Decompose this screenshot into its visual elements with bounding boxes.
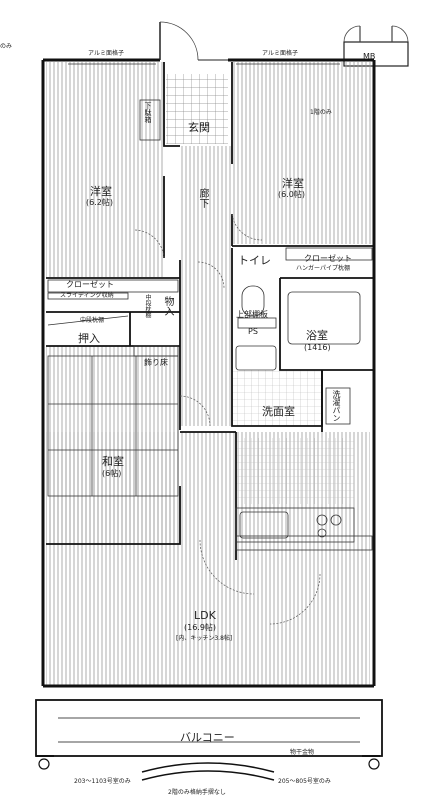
kazari-doko-label: 飾り床 — [144, 358, 168, 367]
bottom-note-center: 2階のみ格納手摺なし — [168, 789, 226, 796]
ldk-label: LDK — [194, 609, 216, 622]
western-room-a-size: (6.2帖) — [86, 198, 113, 207]
washitsu-size: (6帖) — [102, 469, 122, 478]
oshiire-label: 押入 — [78, 332, 100, 345]
grille-label-left: アルミ面格子 — [88, 50, 124, 57]
balcony-label: バルコニー — [180, 731, 235, 744]
note-right: 1階のみ — [310, 109, 332, 116]
mb-label: MB — [363, 52, 376, 61]
door-swings — [133, 213, 321, 625]
oshiire-note: 中段枕棚 — [80, 317, 105, 324]
laundry-hardware-label: 物干金物 — [290, 749, 315, 756]
closet-a-note: スライディング収納 — [60, 292, 114, 299]
bath-size: (1416) — [304, 343, 331, 352]
shoe-box-label: 下駄箱 — [144, 102, 152, 123]
entrance-door — [159, 21, 228, 61]
entrance-label: 玄関 — [188, 121, 210, 134]
closet-a-label: クローゼット — [66, 280, 114, 289]
ps-label: PS — [248, 327, 258, 336]
washitsu-label: 和室 — [102, 455, 124, 468]
bottom-note-right: 205〜805号室のみ — [278, 778, 331, 785]
closet-b-label: クローゼット — [304, 254, 352, 263]
grille-label-right: アルミ面格子 — [262, 50, 298, 57]
washer-pan-label: 洗濯パン — [332, 390, 341, 422]
washroom-label: 洗面室 — [262, 405, 295, 418]
western-room-b-size: (6.0帖) — [278, 190, 305, 199]
exterior-walls — [41, 58, 376, 688]
upper-shelf-label: 上部棚板 — [236, 310, 268, 319]
ldk-size: (16.9帖) — [184, 623, 217, 632]
storage-note: 中段枕棚 — [144, 294, 151, 318]
western-room-b: 洋室 — [282, 177, 304, 190]
interior-walls — [46, 62, 374, 560]
closet-b-note: ハンガーパイプ枕棚 — [296, 265, 350, 272]
storage-label: 物入 — [162, 296, 173, 316]
note-left: のみ — [0, 43, 13, 50]
bottom-note-left: 203〜1103号室のみ — [74, 778, 131, 785]
balcony — [35, 699, 383, 781]
corridor-label: 廊下 — [197, 188, 208, 208]
western-room-a: 洋室 — [90, 185, 112, 198]
ldk-kitchen-size: [内、キッチン3.8帖] — [176, 635, 233, 642]
detail-lines — [47, 63, 373, 551]
bath-label: 浴室 — [306, 329, 328, 342]
toilet-label: トイレ — [238, 254, 271, 267]
